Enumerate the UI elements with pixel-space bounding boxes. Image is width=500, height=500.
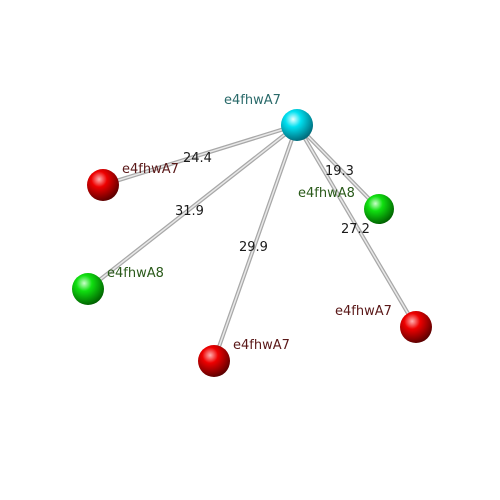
- node-label-r2: e4fhwA7: [233, 338, 290, 353]
- edge-label-hub-r2: 29.9: [239, 240, 268, 255]
- node-r2: [198, 345, 230, 377]
- node-r3: [400, 311, 432, 343]
- edge-hub-r3: [295, 123, 418, 329]
- node-hub: [281, 109, 313, 141]
- edge-highlight: [87, 124, 298, 290]
- edge-label-hub-r3: 27.2: [341, 222, 370, 237]
- node-r1: [87, 169, 119, 201]
- node-label-r3: e4fhwA7: [335, 304, 392, 319]
- edge-hub-g1: [86, 123, 299, 291]
- edge-hub-g2: [295, 123, 381, 211]
- node-label-g1: e4fhwA8: [107, 266, 164, 281]
- edge-label-hub-g1: 31.9: [175, 204, 204, 219]
- node-g2: [364, 194, 394, 224]
- node-g1: [72, 273, 104, 305]
- edge-label-hub-r1: 24.4: [183, 151, 212, 166]
- edge-highlight: [213, 124, 298, 362]
- edge-highlight: [296, 124, 380, 210]
- node-label-r1: e4fhwA7: [122, 162, 179, 177]
- node-label-g2: e4fhwA8: [298, 186, 355, 201]
- node-label-hub: e4fhwA7: [224, 93, 281, 108]
- edge-highlight: [102, 124, 298, 186]
- edge-label-hub-g2: 19.3: [325, 164, 354, 179]
- edge-hub-r1: [101, 123, 299, 187]
- edge-hub-r2: [212, 123, 299, 363]
- edge-highlight: [296, 124, 417, 328]
